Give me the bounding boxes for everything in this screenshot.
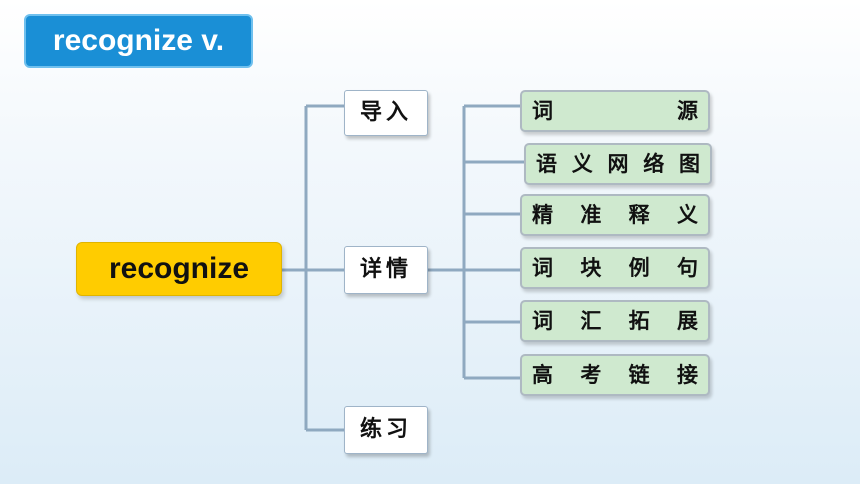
root-node[interactable]: recognize	[76, 242, 282, 296]
leaf-char: 络	[643, 152, 665, 176]
leaf-vocabulary-expansion[interactable]: 词 汇 拓 展	[520, 300, 710, 342]
leaf-char: 释	[628, 203, 650, 227]
leaf-etymology[interactable]: 词 源	[520, 90, 710, 132]
leaf-char: 准	[580, 203, 602, 227]
leaf-char: 义	[676, 203, 698, 227]
leaf-char: 精	[532, 203, 553, 227]
leaf-precise-definition[interactable]: 精 准 释 义	[520, 194, 710, 236]
leaf-char: 例	[628, 256, 650, 280]
branch-details-label: 详情	[359, 257, 412, 282]
leaf-char: 词	[532, 99, 553, 123]
branch-details[interactable]: 详情	[344, 246, 428, 294]
leaf-char: 图	[679, 152, 700, 176]
leaf-char: 考	[580, 363, 602, 387]
leaf-char: 拓	[628, 309, 650, 333]
leaf-char: 块	[580, 256, 602, 280]
leaf-char: 高	[532, 363, 553, 387]
leaf-chunk-examples[interactable]: 词 块 例 句	[520, 247, 710, 289]
leaf-char: 链	[628, 363, 650, 387]
branch-practice[interactable]: 练习	[344, 406, 428, 454]
leaf-char: 语	[536, 152, 557, 176]
branch-intro[interactable]: 导入	[344, 90, 428, 136]
leaf-char: 展	[676, 309, 698, 333]
leaf-char: 词	[532, 256, 553, 280]
page-title: recognize v.	[24, 14, 253, 68]
leaf-exam-link[interactable]: 高 考 链 接	[520, 354, 710, 396]
leaf-char: 义	[571, 152, 593, 176]
leaf-char: 汇	[580, 309, 602, 333]
branch-intro-label: 导入	[359, 100, 412, 125]
branch-practice-label: 练习	[359, 417, 412, 442]
leaf-char: 源	[677, 99, 698, 123]
leaf-char: 词	[532, 309, 553, 333]
leaf-char: 网	[607, 152, 629, 176]
leaf-char: 句	[676, 256, 698, 280]
leaf-char: 接	[676, 363, 698, 387]
leaf-semantic-network[interactable]: 语 义 网 络 图	[524, 143, 712, 185]
